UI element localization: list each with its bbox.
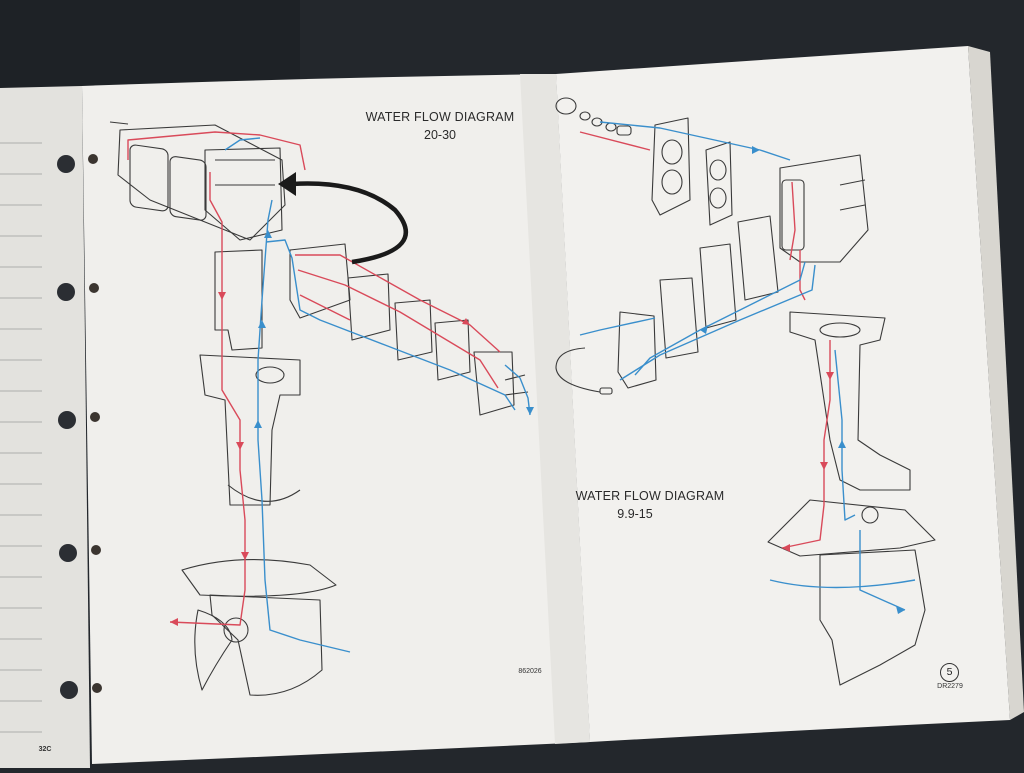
left-page [82,74,590,764]
diagram-20-30 [109,121,534,696]
left-diagram-title: WATER FLOW DIAGRAM [365,110,515,124]
left-diagram-subtitle: 20-30 [424,128,456,142]
page-circle-number: 5 [940,663,959,682]
diagram-9-9-15 [555,97,936,686]
right-page [556,46,1024,742]
back-page-number: 32C [38,746,52,753]
right-diagram-title: WATER FLOW DIAGRAM [575,489,725,503]
drawing-code: DR2279 [937,683,963,690]
left-part-number: 862026 [518,668,542,675]
right-diagram-subtitle: 9.9-15 [617,507,653,521]
back-page [0,86,90,768]
